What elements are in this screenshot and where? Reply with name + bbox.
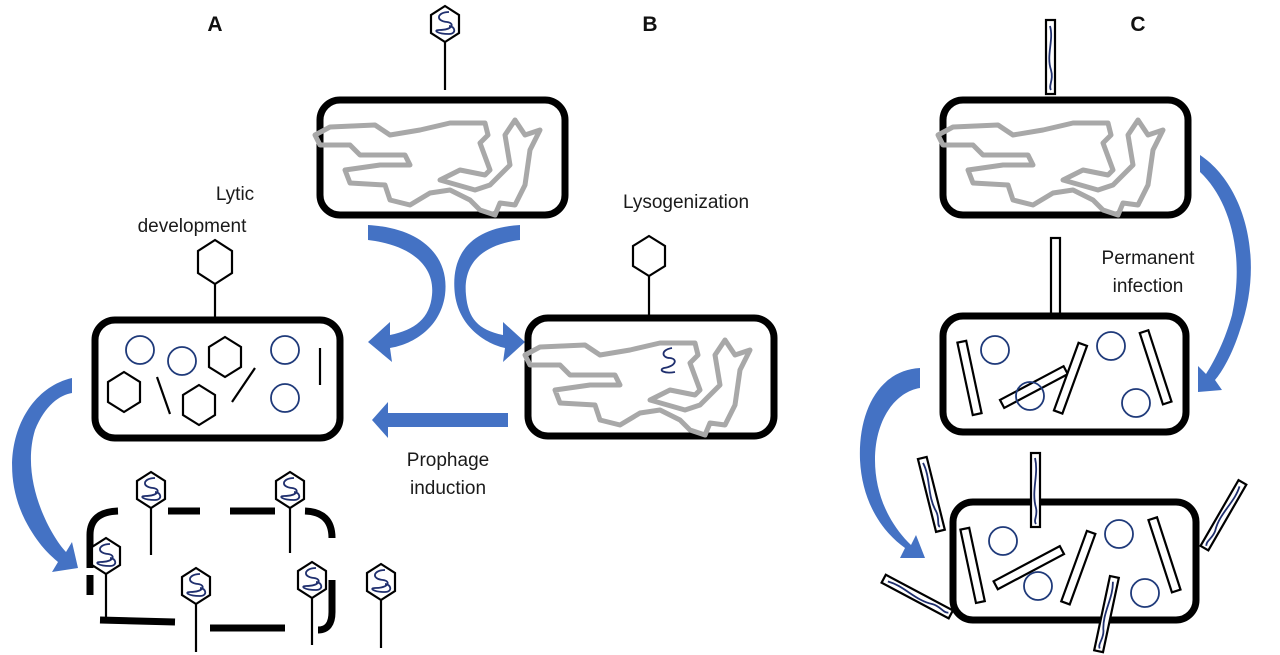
- lysed-cell: [86, 507, 336, 634]
- lysogen-phage-attached: [631, 234, 667, 315]
- label-infection: infection: [1113, 276, 1184, 297]
- label-prophage: Prophage: [407, 450, 489, 471]
- filamentous-phage-top: [1044, 18, 1057, 96]
- extruding-phages: [880, 451, 1248, 654]
- label-induction: induction: [410, 478, 486, 499]
- lytic-phage-attached: [196, 238, 234, 318]
- extruding-cell: [949, 498, 1200, 624]
- host-cell-c-initial: [938, 96, 1192, 219]
- curved-arrow-permanent: [1198, 155, 1251, 392]
- panel-label-b: B: [642, 13, 657, 36]
- curved-arrow-to-lysis: [12, 378, 78, 572]
- infected-cell: [939, 312, 1190, 436]
- label-lysogenization: Lysogenization: [623, 192, 749, 213]
- host-cell-initial: [315, 96, 569, 219]
- curved-arrow-release: [859, 368, 925, 558]
- label-lytic: Lytic: [216, 184, 254, 205]
- panel-label-a: A: [207, 13, 222, 36]
- curved-arrow-to-lytic: [368, 225, 446, 362]
- arrow-prophage-induction: [372, 402, 508, 438]
- lysogenic-cell: [525, 314, 778, 440]
- panel-label-c: C: [1130, 13, 1145, 36]
- curved-arrow-to-lysogenic: [454, 225, 525, 362]
- label-development: development: [138, 216, 248, 237]
- filamentous-phage-entering: [1049, 236, 1062, 318]
- label-permanent: Permanent: [1102, 248, 1196, 269]
- infecting-phage: [429, 4, 461, 90]
- lytic-cell: [91, 316, 344, 442]
- released-phages: [90, 470, 397, 652]
